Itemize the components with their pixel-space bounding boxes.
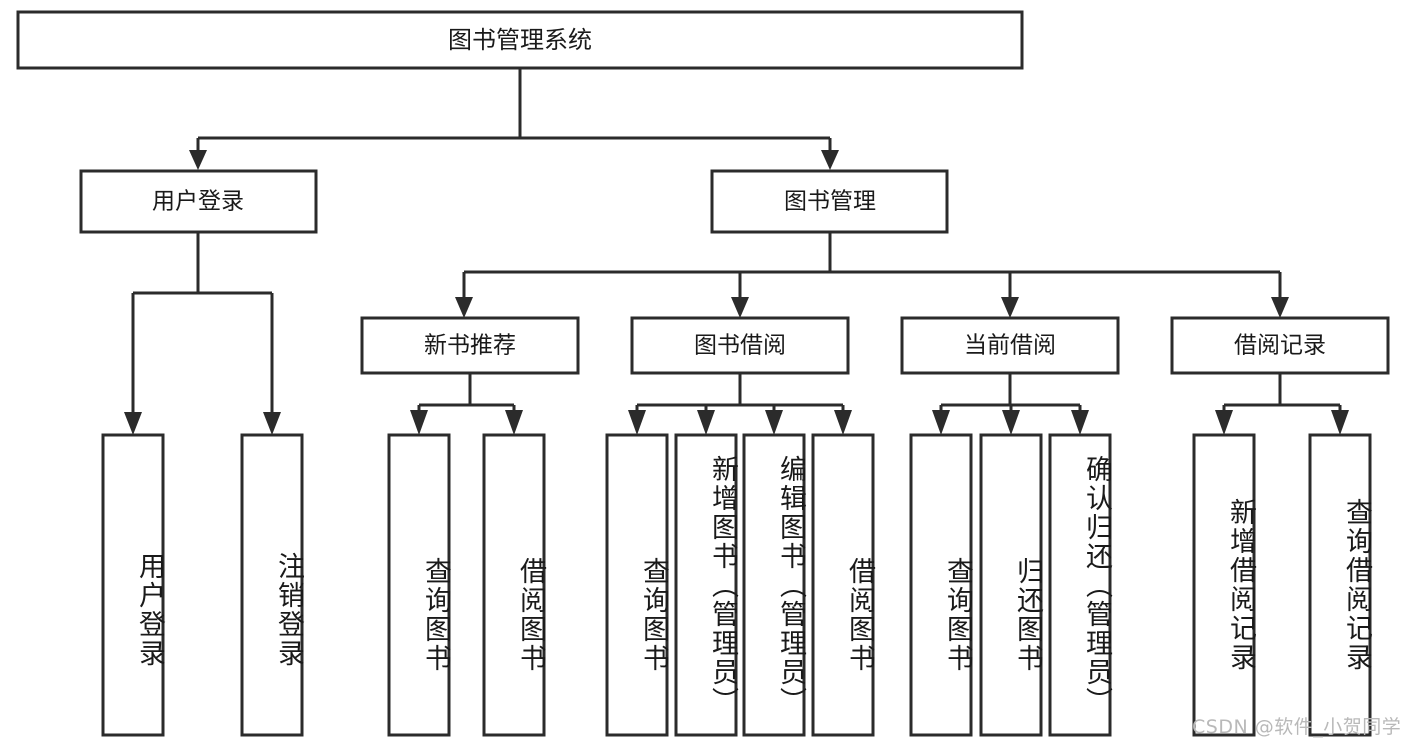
node-user-login-label: 用户登录 [152, 189, 244, 215]
node-book-borrow-rect[interactable] [630, 316, 850, 375]
node-leaf-query-book-2-rect[interactable] [605, 433, 669, 737]
node-leaf-query-record-rect[interactable] [1308, 433, 1372, 737]
node-leaf-add-book-rect[interactable] [674, 433, 738, 737]
arrow-leaf-query-book-2 [628, 410, 646, 435]
node-leaf-confirm-return-rect[interactable] [1048, 433, 1112, 737]
node-group: 图书管理系统 用户登录 图书管理 新书推荐 图书借阅 [16, 10, 1390, 737]
arrow-user-login [189, 150, 207, 170]
node-leaf-query-book-3-rect[interactable] [909, 433, 973, 737]
arrow-leaf-user-login [124, 412, 142, 435]
arrow-book-manage [821, 150, 839, 170]
node-borrow-record[interactable]: 借阅记录 [1170, 316, 1390, 375]
arrow-leaf-borrow-book-1 [505, 410, 523, 435]
node-leaf-user-login-rect[interactable] [101, 433, 165, 737]
node-current-borrow[interactable]: 当前借阅 [900, 316, 1120, 375]
arrow-leaf-edit-book [765, 410, 783, 435]
node-new-book-recommend[interactable]: 新书推荐 [360, 316, 580, 375]
node-book-manage-rect[interactable] [710, 169, 949, 234]
node-book-borrow-label: 图书借阅 [694, 333, 786, 359]
node-book-borrow[interactable]: 图书借阅 [630, 316, 850, 375]
node-new-book-recommend-rect[interactable] [360, 316, 580, 375]
node-root-rect[interactable] [16, 10, 1024, 70]
node-leaf-return-book-rect[interactable] [979, 433, 1043, 737]
arrow-book-borrow [731, 297, 749, 318]
arrow-leaf-query-book-3 [932, 410, 950, 435]
node-root-label: 图书管理系统 [448, 26, 592, 54]
node-leaf-query-book-1-rect[interactable] [387, 433, 451, 737]
connector-group [124, 69, 1349, 435]
node-borrow-record-rect[interactable] [1170, 316, 1390, 375]
arrow-borrow-record [1271, 297, 1289, 318]
node-leaf-logout-rect[interactable] [240, 433, 304, 737]
node-new-book-recommend-label: 新书推荐 [424, 333, 516, 359]
node-user-login[interactable]: 用户登录 [79, 169, 318, 234]
node-current-borrow-rect[interactable] [900, 316, 1120, 375]
arrow-new-book-recommend [455, 297, 473, 318]
node-book-manage-label: 图书管理 [784, 189, 876, 215]
arrow-leaf-query-record [1331, 410, 1349, 435]
arrow-current-borrow [1001, 297, 1019, 318]
node-leaf-add-record-rect[interactable] [1192, 433, 1256, 737]
node-current-borrow-label: 当前借阅 [964, 333, 1056, 359]
arrow-leaf-return-book [1002, 410, 1020, 435]
node-root[interactable]: 图书管理系统 [16, 10, 1024, 70]
node-leaf-edit-book-rect[interactable] [742, 433, 806, 737]
arrow-leaf-borrow-book-2 [834, 410, 852, 435]
node-user-login-rect[interactable] [79, 169, 318, 234]
arrow-leaf-add-record [1215, 410, 1233, 435]
node-borrow-record-label: 借阅记录 [1234, 333, 1326, 359]
csdn-watermark: CSDN @软件_小贺同学 [1192, 716, 1402, 738]
node-book-manage[interactable]: 图书管理 [710, 169, 949, 234]
arrow-leaf-confirm-return [1071, 410, 1089, 435]
arrow-leaf-add-book [697, 410, 715, 435]
node-leaf-borrow-book-1-rect[interactable] [482, 433, 546, 737]
arrow-leaf-logout [263, 412, 281, 435]
node-leaf-borrow-book-2-rect[interactable] [811, 433, 875, 737]
arrow-leaf-query-book-1 [410, 410, 428, 435]
